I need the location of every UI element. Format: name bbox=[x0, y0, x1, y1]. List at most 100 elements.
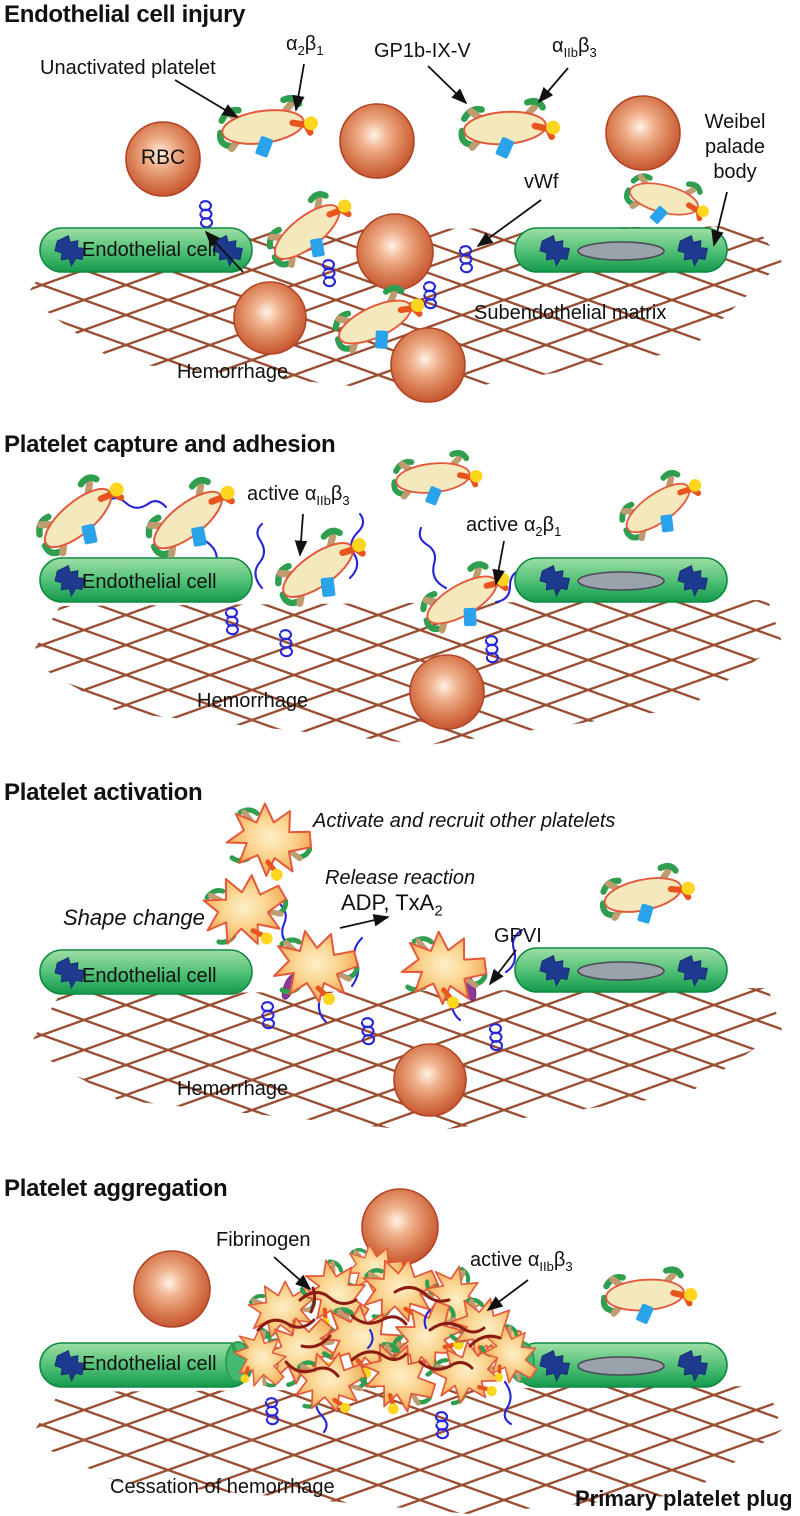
sub-2: 2 bbox=[297, 43, 305, 58]
label-hemorrhage-1: Hemorrhage bbox=[177, 361, 289, 383]
label-unactivated-platelet: Unactivated platelet bbox=[40, 57, 216, 79]
endothelial-cell-right bbox=[515, 228, 727, 272]
vwf-strand bbox=[494, 568, 522, 604]
vwf-strand bbox=[504, 928, 524, 974]
unactivated-platelet bbox=[598, 861, 701, 932]
greek-alpha: α bbox=[304, 483, 317, 505]
platelet-aggregate-plug bbox=[219, 1240, 552, 1427]
sub-iib: IIb bbox=[539, 1259, 554, 1274]
greek-beta: β bbox=[578, 35, 590, 57]
arrow-weibel-palade-body bbox=[711, 191, 728, 247]
unactivated-platelet bbox=[613, 461, 715, 553]
arrow-active-aiibb3 bbox=[486, 1279, 529, 1312]
label-primary-platelet-plug: Primary platelet plug bbox=[575, 1486, 793, 1511]
greek-alpha: α bbox=[527, 1249, 540, 1271]
vwf-strand bbox=[418, 526, 448, 590]
label-endothelial-cell-2: Endothelial cell bbox=[82, 571, 217, 593]
label-cessation-of-hemorrhage: Cessation of hemorrhage bbox=[110, 1476, 335, 1498]
arrow-gp1b bbox=[427, 65, 468, 105]
active-prefix: active bbox=[470, 1249, 528, 1271]
arrow-active-aiibb3 bbox=[294, 513, 308, 557]
panel-platelet-activation bbox=[28, 798, 782, 1132]
label-subendothelial-matrix: Subendothelial matrix bbox=[474, 302, 667, 324]
sub-2: 2 bbox=[535, 524, 543, 539]
arrow-release-reaction bbox=[339, 914, 390, 929]
unactivated-platelet bbox=[460, 99, 562, 162]
label-endothelial-cell-1: Endothelial cell bbox=[82, 239, 217, 261]
greek-alpha: α bbox=[286, 33, 298, 55]
endothelial-cell-right bbox=[515, 948, 727, 992]
unactivated-platelet bbox=[216, 95, 322, 164]
sub-3: 3 bbox=[565, 1259, 573, 1274]
label-aiibb3: αIIbβ3 bbox=[552, 35, 597, 60]
vwf-strand bbox=[366, 1328, 374, 1350]
sub-3: 3 bbox=[589, 45, 597, 60]
active-prefix: active bbox=[247, 483, 305, 505]
label-a2b1: α2β1 bbox=[286, 33, 324, 58]
arrow-aiibb3 bbox=[537, 67, 569, 104]
fibrinogen-strands bbox=[256, 1286, 502, 1378]
label-active-aiibb3-p4: active αIIbβ3 bbox=[470, 1249, 573, 1274]
red-blood-cell bbox=[409, 654, 485, 730]
vwf-strand bbox=[348, 512, 365, 580]
arrow-vwf-released bbox=[204, 230, 244, 273]
label-gpvi: GPVI bbox=[494, 925, 542, 947]
sub-2: 2 bbox=[434, 902, 443, 920]
arrow-vwf bbox=[476, 199, 542, 248]
panel-platelet-capture-adhesion bbox=[28, 451, 782, 745]
arrow-unactivated-platelet bbox=[174, 79, 239, 118]
unactivated-platelet bbox=[138, 467, 250, 572]
panel2-title: Platelet capture and adhesion bbox=[4, 431, 336, 458]
greek-beta: β bbox=[304, 33, 317, 55]
greek-alpha: α bbox=[523, 514, 536, 536]
active-prefix: active bbox=[466, 514, 524, 536]
endothelial-cell-right bbox=[515, 558, 727, 602]
unactivated-platelet bbox=[29, 464, 141, 570]
subendothelial-matrix bbox=[28, 600, 782, 745]
label-shape-change: Shape change bbox=[63, 905, 205, 930]
label-weibel-palade-body: Weibel palade body bbox=[704, 111, 766, 183]
panel-endothelial-cell-injury bbox=[26, 63, 782, 403]
vwf-strand bbox=[423, 1308, 432, 1330]
label-active-aiibb3: active αIIbβ3 bbox=[247, 483, 350, 508]
panel1-title: Endothelial cell injury bbox=[4, 1, 246, 28]
arrow-fibrinogen bbox=[273, 1256, 312, 1291]
red-blood-cell bbox=[390, 327, 466, 403]
label-fibrinogen: Fibrinogen bbox=[216, 1229, 311, 1251]
greek-beta: β bbox=[553, 1249, 566, 1271]
arrow-a2b1 bbox=[292, 63, 305, 112]
label-release-reaction: Release reaction bbox=[325, 867, 476, 889]
arrow-gpvi bbox=[488, 949, 517, 986]
label-vwf: vWf bbox=[524, 171, 559, 193]
red-blood-cell bbox=[393, 1043, 467, 1117]
red-blood-cell bbox=[356, 213, 434, 291]
label-hemorrhage-3: Hemorrhage bbox=[177, 1078, 289, 1100]
label-endothelial-cell-4: Endothelial cell bbox=[82, 1353, 217, 1375]
sub-iib: IIb bbox=[563, 45, 579, 60]
vwf-strand bbox=[100, 497, 168, 509]
label-endothelial-cell-3: Endothelial cell bbox=[82, 965, 217, 987]
greek-beta: β bbox=[330, 483, 343, 505]
unactivated-platelet bbox=[602, 1268, 699, 1328]
red-blood-cell bbox=[605, 95, 681, 171]
label-activate-recruit: Activate and recruit other platelets bbox=[313, 810, 616, 832]
unactivated-platelet bbox=[392, 451, 486, 510]
label-hemorrhage-2: Hemorrhage bbox=[197, 690, 309, 712]
sub-iib: IIb bbox=[316, 493, 331, 508]
endothelial-cell-left bbox=[39, 227, 253, 273]
greek-beta: β bbox=[542, 514, 555, 536]
panel4-title: Platelet aggregation bbox=[4, 1175, 228, 1202]
activated-platelet bbox=[222, 798, 318, 885]
adp-txa-text: ADP, TxA bbox=[341, 890, 435, 915]
label-active-a2b1: active α2β1 bbox=[466, 514, 561, 539]
label-gp1b-ix-v: GP1b-IX-V bbox=[374, 40, 471, 62]
panel-platelet-aggregation bbox=[28, 1188, 782, 1514]
red-blood-cell bbox=[233, 281, 307, 355]
endothelial-cell-right bbox=[515, 1343, 727, 1387]
label-rbc: RBC bbox=[140, 146, 186, 169]
vwf-strand bbox=[503, 1380, 513, 1426]
vwf-coil bbox=[198, 200, 213, 229]
red-blood-cell bbox=[339, 103, 415, 179]
red-blood-cell bbox=[125, 121, 201, 197]
